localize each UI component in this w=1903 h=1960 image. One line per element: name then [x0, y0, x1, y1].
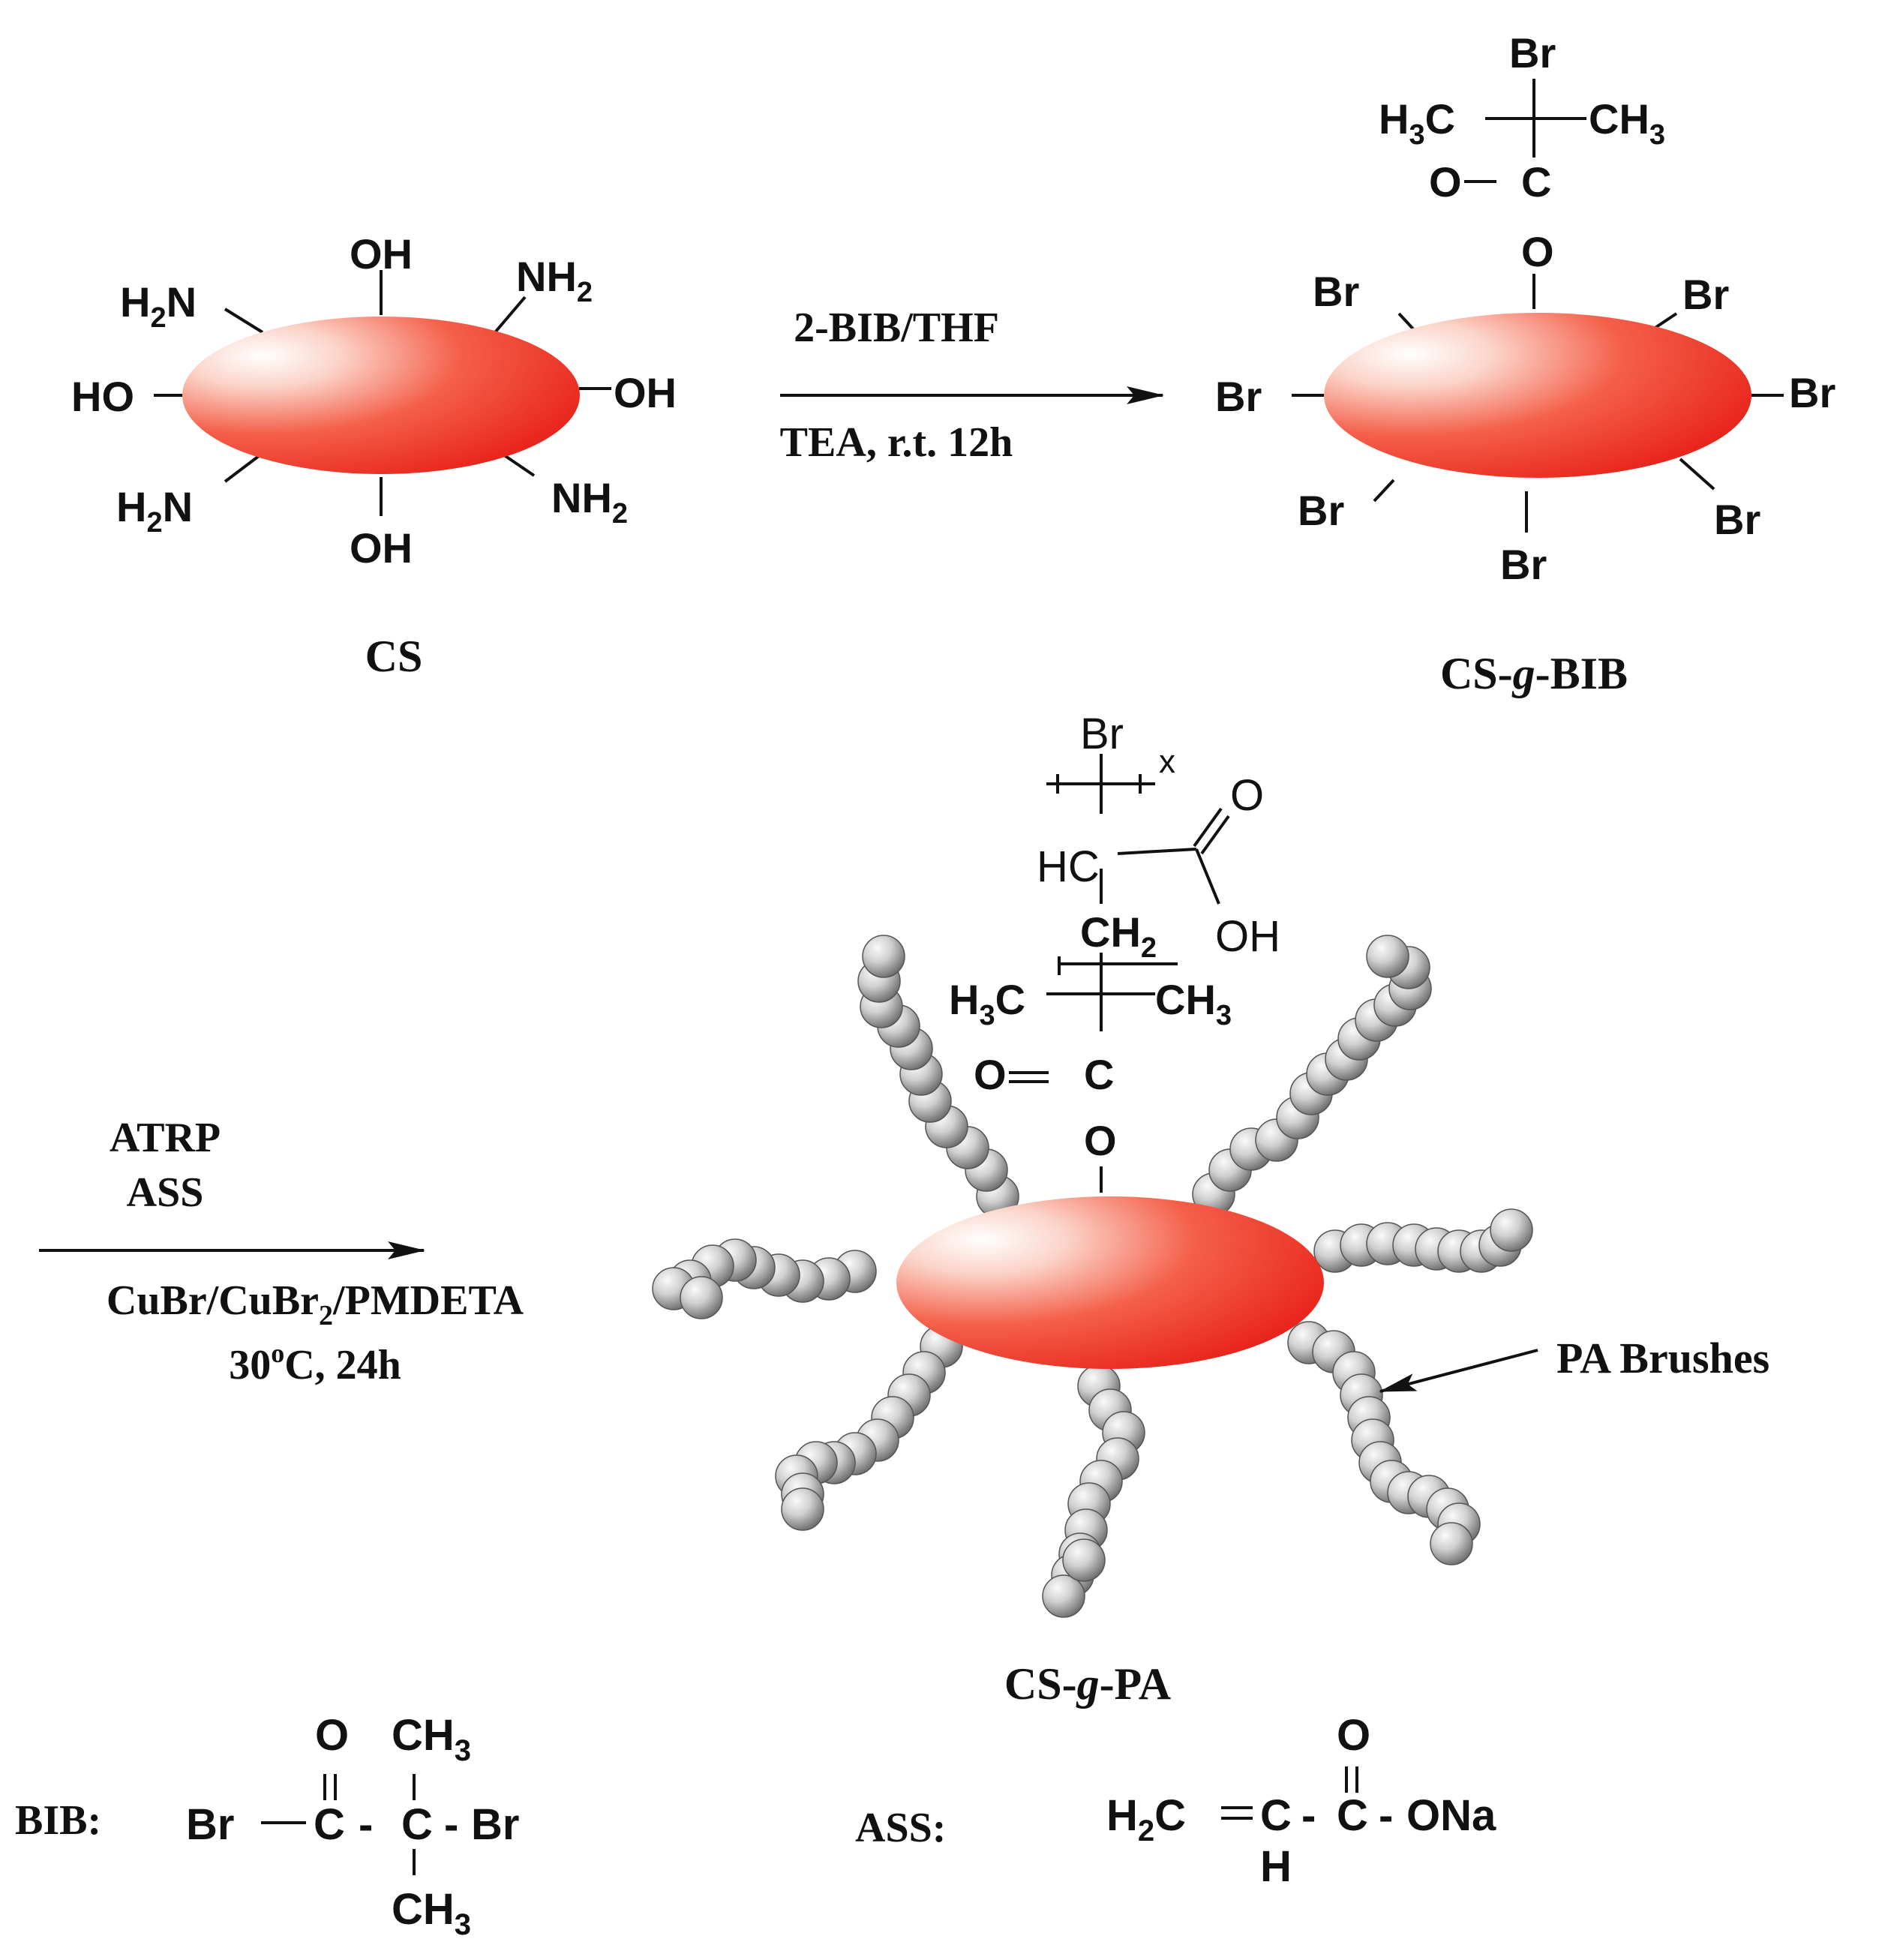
bib-c1: C	[314, 1800, 345, 1849]
csbib-top-h3c: H3C	[1379, 95, 1455, 151]
ass-c2: C	[1337, 1791, 1368, 1840]
brush-bead	[1490, 1208, 1533, 1252]
bib-br-left: Br	[186, 1800, 234, 1849]
bond-nh2-bl	[224, 455, 260, 483]
cspa-chain-hc: HC	[1037, 842, 1100, 891]
brush-bead	[1042, 1574, 1085, 1618]
cspa-chain-o-eq: O	[974, 1051, 1007, 1098]
csbib-label: CS-g-BIB	[1440, 649, 1628, 698]
cspa-particle	[896, 1196, 1324, 1369]
ass-dash2: -	[1379, 1791, 1393, 1840]
step2-below1: CuBr/CuBr2/PMDETA	[107, 1277, 524, 1331]
cs-oh-right: OH	[614, 369, 677, 416]
pa-brushes-label: PA Brushes	[1556, 1334, 1769, 1382]
csbib-bonds	[1292, 79, 1784, 533]
step2-line2: ASS	[127, 1169, 204, 1216]
brush-bead	[680, 1276, 723, 1319]
ass-ch-c: C	[1260, 1791, 1292, 1840]
cs-oh-bottom: OH	[350, 524, 413, 572]
cs-nh2-tl: H2N	[120, 278, 197, 334]
csbib-br-left: Br	[1215, 373, 1262, 420]
step1-reagents-above: 2-BIB/THF	[794, 305, 999, 351]
bond-nh2-tl	[224, 308, 264, 334]
bib-bonds	[261, 1774, 416, 1875]
step2-line1: ATRP	[110, 1115, 221, 1161]
legend-ass-label: ASS:	[855, 1805, 946, 1851]
brush-bead	[1366, 935, 1409, 978]
cspa-chain-c: C	[1084, 1051, 1114, 1098]
bib-ch3-bottom: CH3	[392, 1885, 471, 1941]
csbib-top-o: O	[1521, 228, 1554, 275]
brush-bead	[781, 1487, 824, 1531]
csbib-br-tl: Br	[1313, 268, 1359, 315]
cs-nh2-bl: H2N	[116, 483, 193, 539]
bib-dash1: -	[359, 1800, 373, 1849]
bib-ch3-top: CH3	[392, 1711, 471, 1767]
csbib-br-right: Br	[1789, 369, 1835, 416]
step2-below2: 30oC, 24h	[229, 1338, 401, 1388]
brush-bead	[862, 935, 905, 978]
bib-br-right: Br	[471, 1800, 519, 1849]
cs-ho-left: HO	[71, 373, 134, 420]
cs-label: CS	[365, 632, 423, 681]
ass-h2c: H2C	[1106, 1791, 1186, 1847]
csbib-top-br: Br	[1509, 29, 1556, 77]
cspa-chain-bonds	[1009, 754, 1230, 1193]
pa-brushes-pointer	[1379, 1349, 1538, 1393]
cspa-chain-oh: OH	[1215, 912, 1280, 961]
brush-bead	[1430, 1522, 1473, 1565]
ass-dash1: -	[1301, 1791, 1316, 1840]
ass-bonds	[1221, 1766, 1358, 1820]
csbib-top-o-eq: O	[1429, 158, 1462, 206]
cspa-chain-o-carbonyl: O	[1230, 771, 1264, 820]
pa-brushes	[652, 935, 1533, 1618]
brush-bead	[1062, 1538, 1106, 1582]
bib-c2: C	[401, 1800, 433, 1849]
cspa-chain-br: Br	[1080, 710, 1124, 758]
cspa-label: CS-g-PA	[1004, 1659, 1171, 1709]
csbib-br-tr: Br	[1682, 271, 1729, 318]
cs-particle	[182, 317, 580, 474]
ass-o: O	[1337, 1711, 1370, 1760]
cspa-chain-o: O	[1084, 1117, 1117, 1164]
csbib-br-bl: Br	[1298, 487, 1344, 534]
csbib-br-bottom: Br	[1500, 541, 1547, 588]
csbib-top-c: C	[1521, 158, 1551, 206]
cspa-chain-h3c: H3C	[949, 976, 1025, 1031]
bond-nh2-tr	[494, 296, 527, 334]
cs-nh2-tr: NH2	[516, 253, 593, 308]
legend-bib-label: BIB:	[15, 1797, 101, 1844]
cspa-chain-ch2: CH2	[1080, 908, 1157, 964]
csbib-particle	[1324, 313, 1751, 478]
ass-ona: ONa	[1406, 1791, 1496, 1840]
csbib-br-br: Br	[1714, 496, 1760, 543]
csbib-top-ch3: CH3	[1589, 95, 1665, 151]
cs-nh2-br: NH2	[551, 474, 628, 530]
ass-ch-h: H	[1260, 1842, 1292, 1891]
step1-conditions-below: TEA, r.t. 12h	[780, 419, 1013, 466]
cspa-chain-x: x	[1159, 743, 1175, 780]
bib-dash2: -	[444, 1800, 458, 1849]
bib-o: O	[315, 1711, 349, 1760]
cs-oh-top: OH	[350, 230, 413, 278]
cspa-chain-ch3: CH3	[1155, 976, 1232, 1031]
